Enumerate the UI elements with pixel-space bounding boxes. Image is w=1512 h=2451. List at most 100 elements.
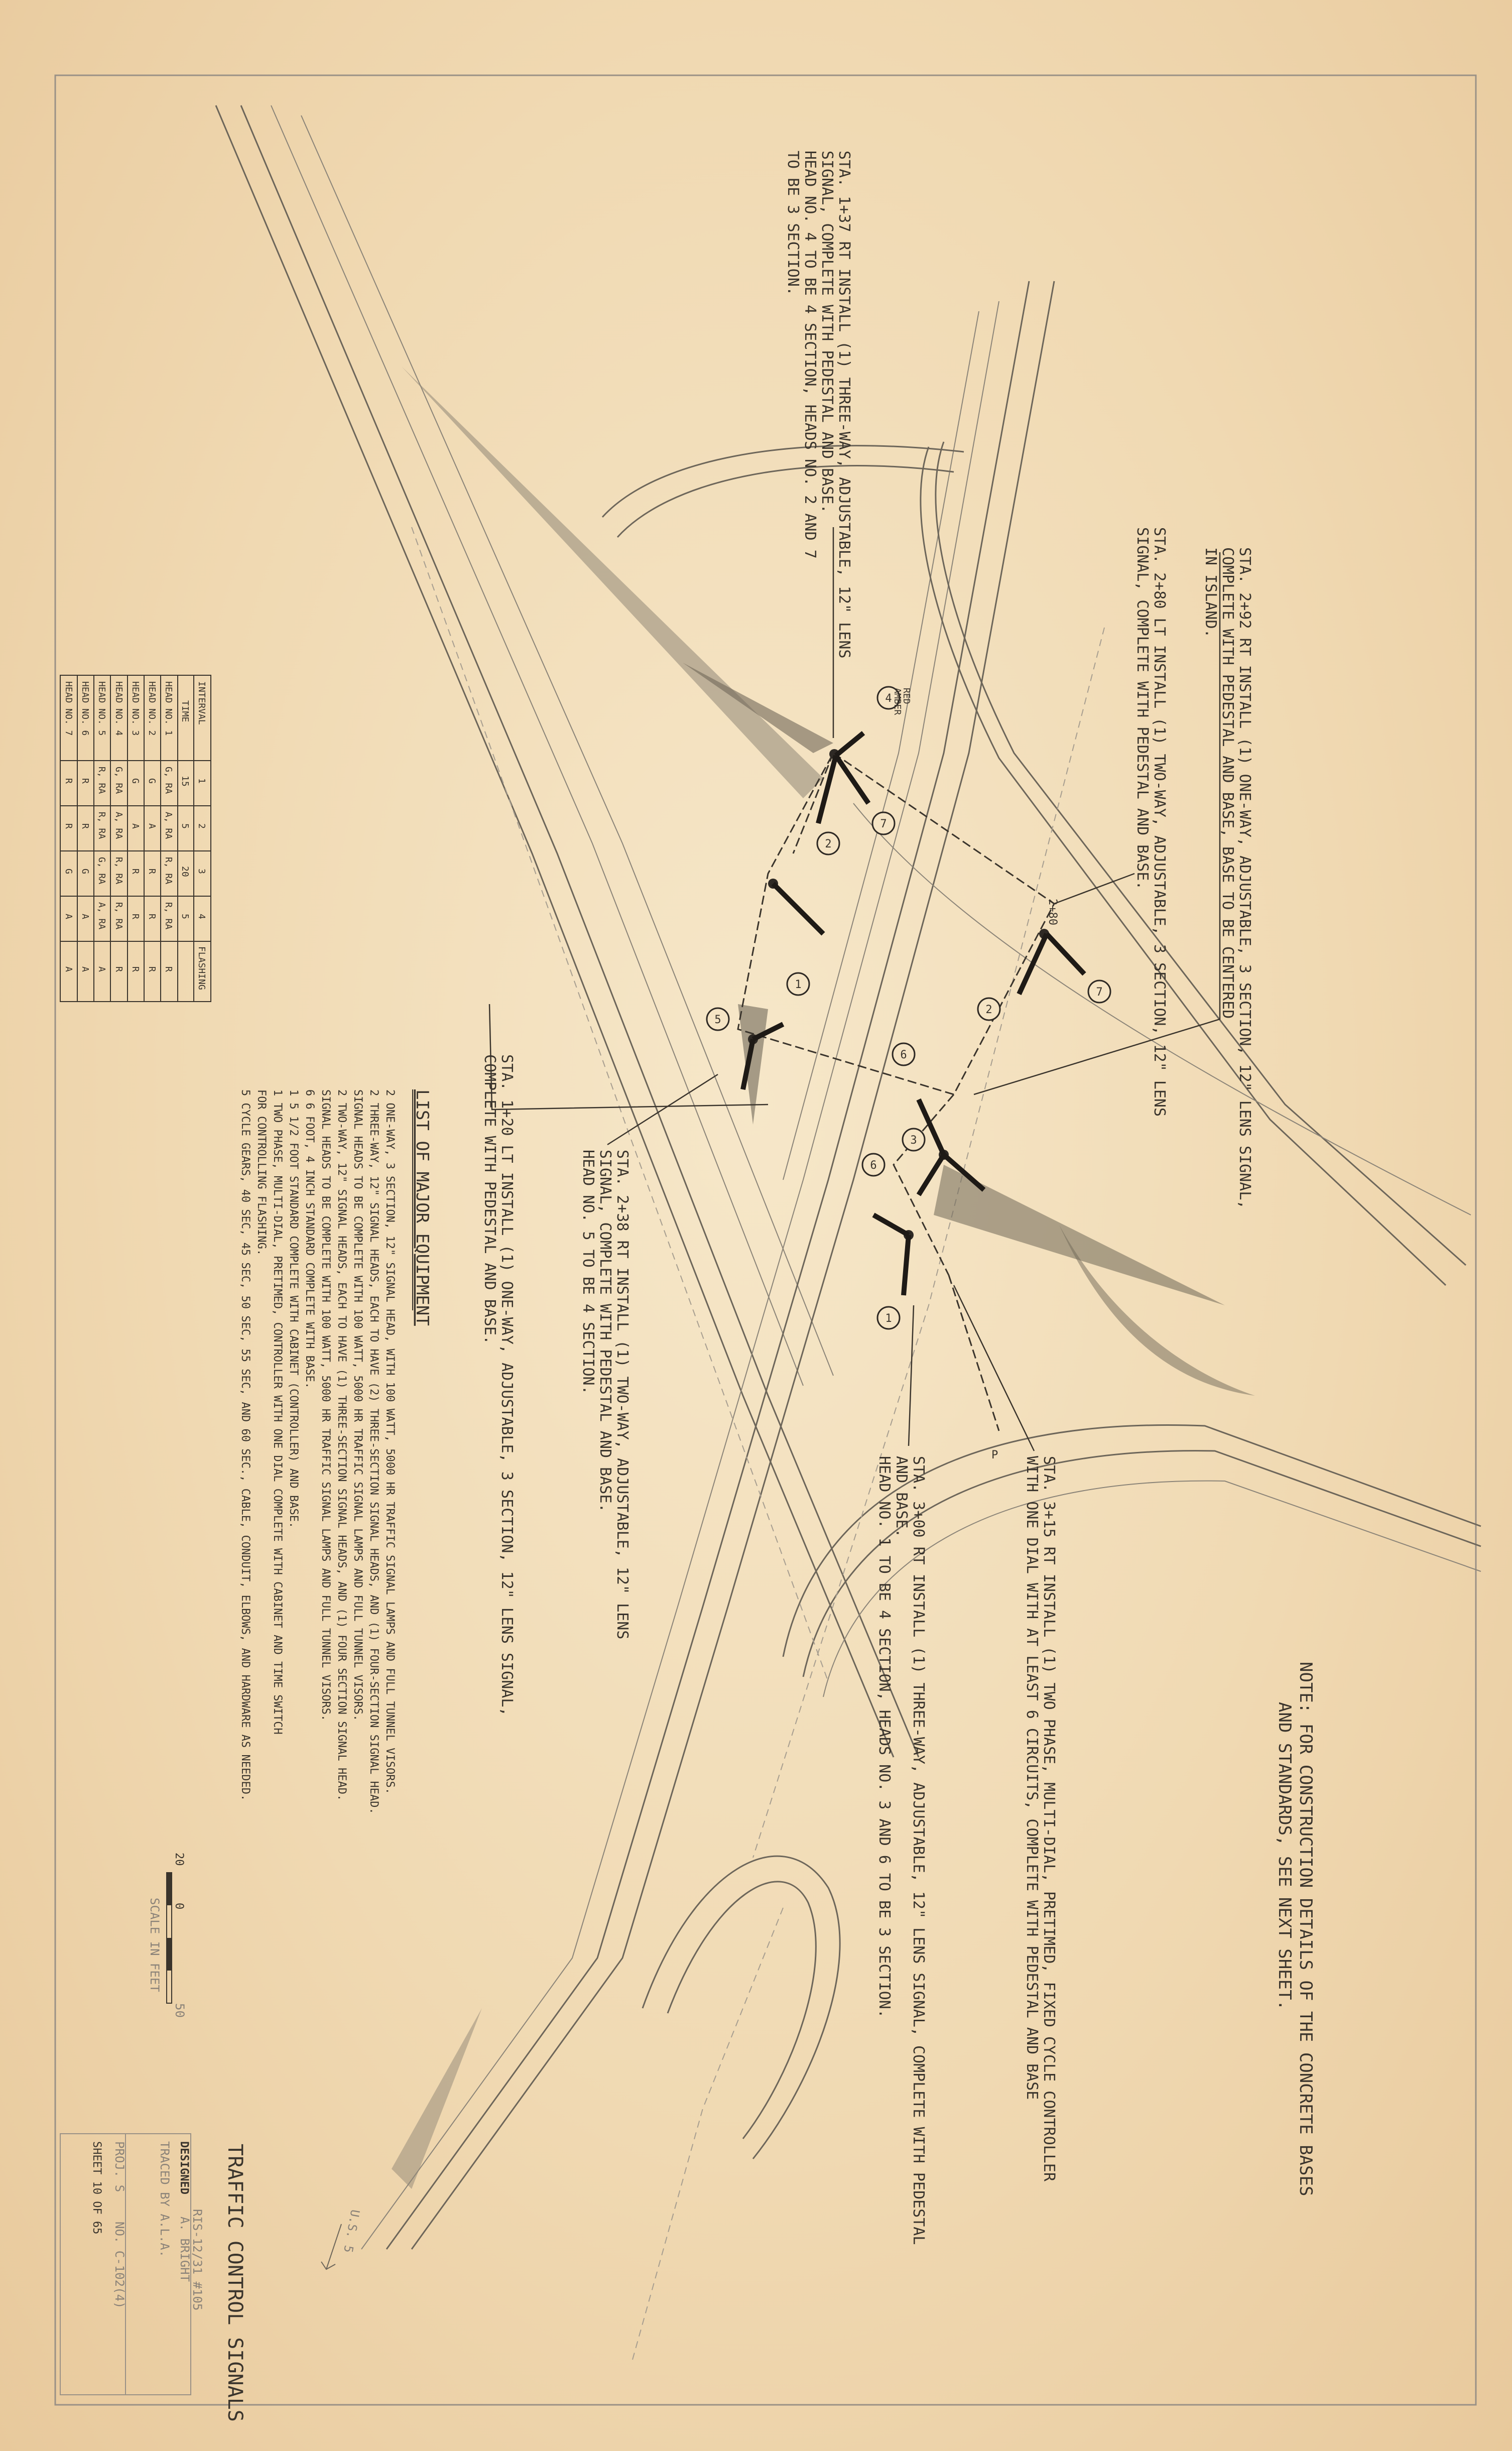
svg-text:20: 20 — [180, 866, 190, 877]
signal-head-1: 1 — [786, 972, 810, 996]
callout-sta-2-38: STA. 2+38 RT INSTALL (1) TWO-WAY, ADJUST… — [579, 1150, 631, 1639]
svg-text:2 THREE-WAY, 12" SIGNAL HEAD: 2 THREE-WAY, 12" SIGNAL HEADS, EACH TO H… — [367, 1089, 380, 1814]
svg-text:INTERVAL: INTERVAL — [196, 681, 207, 725]
sheet-border — [54, 74, 1477, 2406]
svg-text:R, RA: R, RA — [113, 902, 124, 929]
svg-text:STA. 2+38 RT INSTALL (1) TWO-: STA. 2+38 RT INSTALL (1) TWO-WAY, ADJUST… — [613, 1150, 631, 1639]
svg-text:R: R — [80, 778, 90, 784]
svg-text:A: A — [80, 966, 90, 972]
pole-label: P — [991, 1449, 998, 1461]
table-row: HEAD NO. 1 G, RA A, RA R, RA R, RA R — [163, 681, 174, 972]
svg-text:TRAFFIC CONTROL SIGNALS: TRAFFIC CONTROL SIGNALS — [223, 2144, 246, 2422]
construction-note: NOTE: FOR CONSTRUCTION DETAILS OF THE CO… — [1275, 1662, 1316, 2196]
svg-text:STA. 2+92 RT INSTALL (1) ONE-: STA. 2+92 RT INSTALL (1) ONE-WAY, ADJUST… — [1236, 547, 1253, 1209]
svg-text:15: 15 — [180, 776, 190, 787]
svg-text:SIGNAL, COMPLETE WITH PEDESTAL: SIGNAL, COMPLETE WITH PEDESTAL AND BASE. — [818, 151, 836, 513]
svg-text:FOR CONTROLLING FLASHING.: FOR CONTROLLING FLASHING. — [255, 1089, 268, 1256]
svg-text:20: 20 — [173, 1853, 185, 1866]
svg-text:RED: RED — [901, 688, 912, 704]
svg-text:WITH ONE DIAL WITH AT LEAST 6: WITH ONE DIAL WITH AT LEAST 6 CIRCUITS, … — [1023, 1456, 1041, 2100]
svg-text:FLASHING: FLASHING — [196, 946, 207, 990]
svg-text:A, RA: A, RA — [113, 812, 124, 839]
svg-text:RIS-12/31 #105: RIS-12/31 #105 — [190, 2209, 204, 2310]
svg-text:R: R — [130, 869, 141, 874]
svg-text:SCALE IN FEET: SCALE IN FEET — [148, 1898, 162, 1992]
table-row: TIME 15 5 20 5 — [180, 700, 190, 919]
svg-text:COMPLETE WITH PEDESTAL AND BAS: COMPLETE WITH PEDESTAL AND BASE. — [481, 1054, 498, 1344]
svg-text:R, RA: R, RA — [163, 857, 174, 884]
scale-bar: 20 0 50 SCALE IN FEET — [148, 1853, 187, 2018]
signal-head-6: 6 — [892, 1042, 916, 1066]
svg-text:G, RA: G, RA — [96, 857, 107, 884]
svg-text:A: A — [147, 823, 157, 829]
svg-text:1: 1 — [885, 1312, 892, 1325]
svg-text:1: 1 — [795, 978, 801, 991]
roadway-linework — [215, 105, 1481, 2360]
equipment-list: LIST OF MAJOR EQUIPMENT 2 ONE-WAY, 3 SEC… — [239, 1089, 432, 1814]
svg-text:R: R — [147, 966, 157, 972]
svg-text:4: 4 — [196, 914, 207, 919]
svg-text:A, RA: A, RA — [163, 812, 174, 839]
svg-text:5: 5 — [180, 914, 190, 919]
svg-text:SIGNAL HEADS TO BE COMPLETE WI: SIGNAL HEADS TO BE COMPLETE WITH 100 WAT… — [351, 1089, 364, 1721]
signal-head-1b: 1 — [876, 1306, 901, 1330]
svg-text:DESIGNED: DESIGNED — [178, 2141, 190, 2194]
svg-text:HEAD NO. 4 TO BE 4 SECTION, HE: HEAD NO. 4 TO BE 4 SECTION, HEADS NO. 2 … — [801, 151, 819, 559]
signal-head-4: 4 RED AMBER — [876, 686, 912, 715]
route-mark: U.S. 5 — [341, 2209, 362, 2254]
svg-text:HEAD NO. 1 TO BE 4 SECTION, HE: HEAD NO. 1 TO BE 4 SECTION, HEADS NO. 3 … — [875, 1456, 893, 2018]
svg-text:TIME: TIME — [180, 700, 190, 722]
signal-head-2: 2 — [816, 831, 840, 855]
svg-text:R: R — [147, 869, 157, 874]
svg-text:HEAD NO. 4: HEAD NO. 4 — [113, 681, 124, 736]
svg-text:2: 2 — [196, 823, 207, 829]
title-block: TRAFFIC CONTROL SIGNALS RIS-12/31 #105 D… — [60, 2133, 246, 2422]
svg-text:NO. C-102(4): NO. C-102(4) — [112, 2222, 127, 2308]
timing-table: INTERVAL 1 2 3 4 FLASHING TIME 15 5 20 5… — [60, 675, 211, 1002]
callout-sta-2-80: STA. 2+80 LT INSTALL (1) TWO-WAY, ADJUST… — [1133, 527, 1168, 1117]
signal-heads: 4 RED AMBER 2 7 7 2 6 1 5 — [706, 686, 1111, 1461]
svg-text:4: 4 — [885, 692, 892, 705]
svg-text:1: 1 — [196, 778, 207, 784]
svg-text:R, RA: R, RA — [113, 857, 124, 884]
svg-text:HEAD NO. 3: HEAD NO. 3 — [130, 681, 141, 736]
svg-text:2 TWO-WAY, 12" SIGNAL HEADS,: 2 TWO-WAY, 12" SIGNAL HEADS, EACH TO HAV… — [335, 1089, 348, 1801]
callout-sta-1-20: STA. 1+20 LT INSTALL (1) ONE-WAY, ADJUST… — [481, 1054, 516, 1717]
svg-text:G: G — [80, 869, 90, 874]
svg-text:SIGNAL HEADS TO BE COMPLETE WI: SIGNAL HEADS TO BE COMPLETE WITH 100 WAT… — [319, 1089, 332, 1721]
svg-text:0: 0 — [173, 1903, 185, 1909]
signal-head-2b: 2 — [977, 997, 1001, 1021]
svg-text:A: A — [63, 966, 74, 972]
signal-head-5: 5 — [706, 1007, 730, 1031]
svg-text:AND BASE.: AND BASE. — [893, 1456, 910, 1538]
svg-text:AND STANDARDS, SEE NEXT SHEET.: AND STANDARDS, SEE NEXT SHEET. — [1275, 1702, 1295, 2010]
svg-text:6 6 FOOT, 4 INCH STANDARD CO: 6 6 FOOT, 4 INCH STANDARD COMPLETE WITH … — [303, 1089, 316, 1389]
table-row: HEAD NO. 2 G A R R R — [147, 681, 157, 972]
svg-text:STA. 1+20 LT INSTALL (1) ONE-: STA. 1+20 LT INSTALL (1) ONE-WAY, ADJUST… — [498, 1054, 516, 1717]
svg-text:NOTE: FOR CONSTRUCTION DETAILS: NOTE: FOR CONSTRUCTION DETAILS OF THE CO… — [1296, 1662, 1316, 2196]
svg-text:6: 6 — [900, 1049, 907, 1061]
svg-text:R: R — [130, 966, 141, 972]
svg-text:IN ISLAND.: IN ISLAND. — [1202, 547, 1219, 638]
svg-text:G, RA: G, RA — [163, 767, 174, 794]
svg-text:HEAD NO. 5: HEAD NO. 5 — [96, 681, 107, 736]
svg-text:A: A — [130, 823, 141, 829]
svg-text:STA. 3+00 RT INSTALL (1) THRE: STA. 3+00 RT INSTALL (1) THREE-WAY, ADJU… — [910, 1456, 927, 2245]
svg-text:A: A — [96, 966, 107, 972]
svg-text:HEAD NO. 6: HEAD NO. 6 — [80, 681, 90, 736]
svg-text:COMPLETE WITH PEDESTAL AND BAS: COMPLETE WITH PEDESTAL AND BASE, BASE TO… — [1219, 547, 1236, 1019]
svg-text:R: R — [63, 823, 74, 829]
svg-text:1 TWO PHASE, MULTI-DIAL, PRE: 1 TWO PHASE, MULTI-DIAL, PRETIMED, CONTR… — [271, 1089, 284, 1735]
signal-head-7b: 7 — [1087, 979, 1111, 1004]
callout-sta-2-92: STA. 2+92 RT INSTALL (1) ONE-WAY, ADJUST… — [1202, 547, 1253, 1209]
callout-leaders — [488, 527, 1221, 1451]
svg-text:HEAD NO. 2: HEAD NO. 2 — [147, 681, 157, 736]
svg-text:R: R — [80, 823, 90, 829]
svg-text:G: G — [63, 869, 74, 874]
table-row: HEAD NO. 3 G A R R R — [130, 681, 141, 972]
callout-sta-3-00: STA. 3+00 RT INSTALL (1) THREE-WAY, ADJU… — [875, 1456, 927, 2245]
svg-text:50: 50 — [173, 2003, 187, 2018]
svg-text:R: R — [163, 966, 174, 972]
